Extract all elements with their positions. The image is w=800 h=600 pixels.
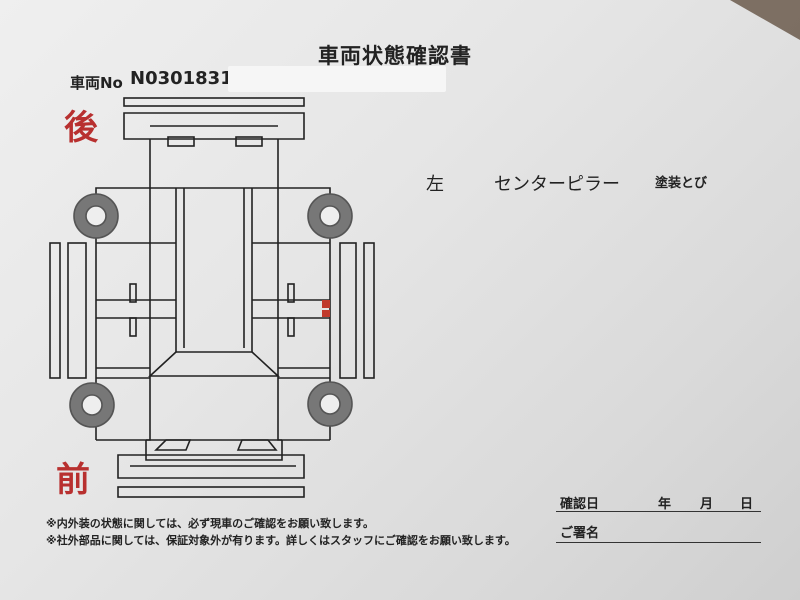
front-label: 前: [56, 460, 90, 500]
date-line: [556, 511, 761, 512]
day-label: 日: [740, 497, 754, 512]
rear-bumper: [123, 97, 305, 140]
body-outline: [95, 136, 331, 461]
date-label: 確認日: [560, 497, 600, 512]
note-2: ※社外部品に関しては、保証対象外が有ります。詳しくはスタッフにご確認をお願い致し…: [46, 534, 516, 547]
rear-label: 後: [64, 108, 98, 148]
background-corner: [730, 0, 800, 40]
damage-mark: [322, 300, 330, 317]
document-title: 車両状態確認書: [318, 44, 472, 68]
note-1: ※内外装の状態に関しては、必ず現車のご確認をお願い致します。: [46, 517, 375, 530]
wheels: [69, 193, 353, 428]
redacted-area: [228, 66, 446, 92]
damage-part: センターピラー: [494, 174, 620, 195]
side-panels: [49, 242, 375, 379]
year-label: 年: [658, 497, 672, 512]
vehicle-number-label: 車両No: [70, 74, 123, 92]
damage-side: 左: [426, 174, 444, 195]
vehicle-number: N0301831: [130, 68, 233, 89]
front-bumper: [117, 454, 305, 498]
month-label: 月: [700, 497, 714, 512]
signature-line: [556, 542, 761, 543]
signature-label: ご署名: [560, 526, 600, 541]
damage-type: 塗装とび: [655, 176, 708, 191]
